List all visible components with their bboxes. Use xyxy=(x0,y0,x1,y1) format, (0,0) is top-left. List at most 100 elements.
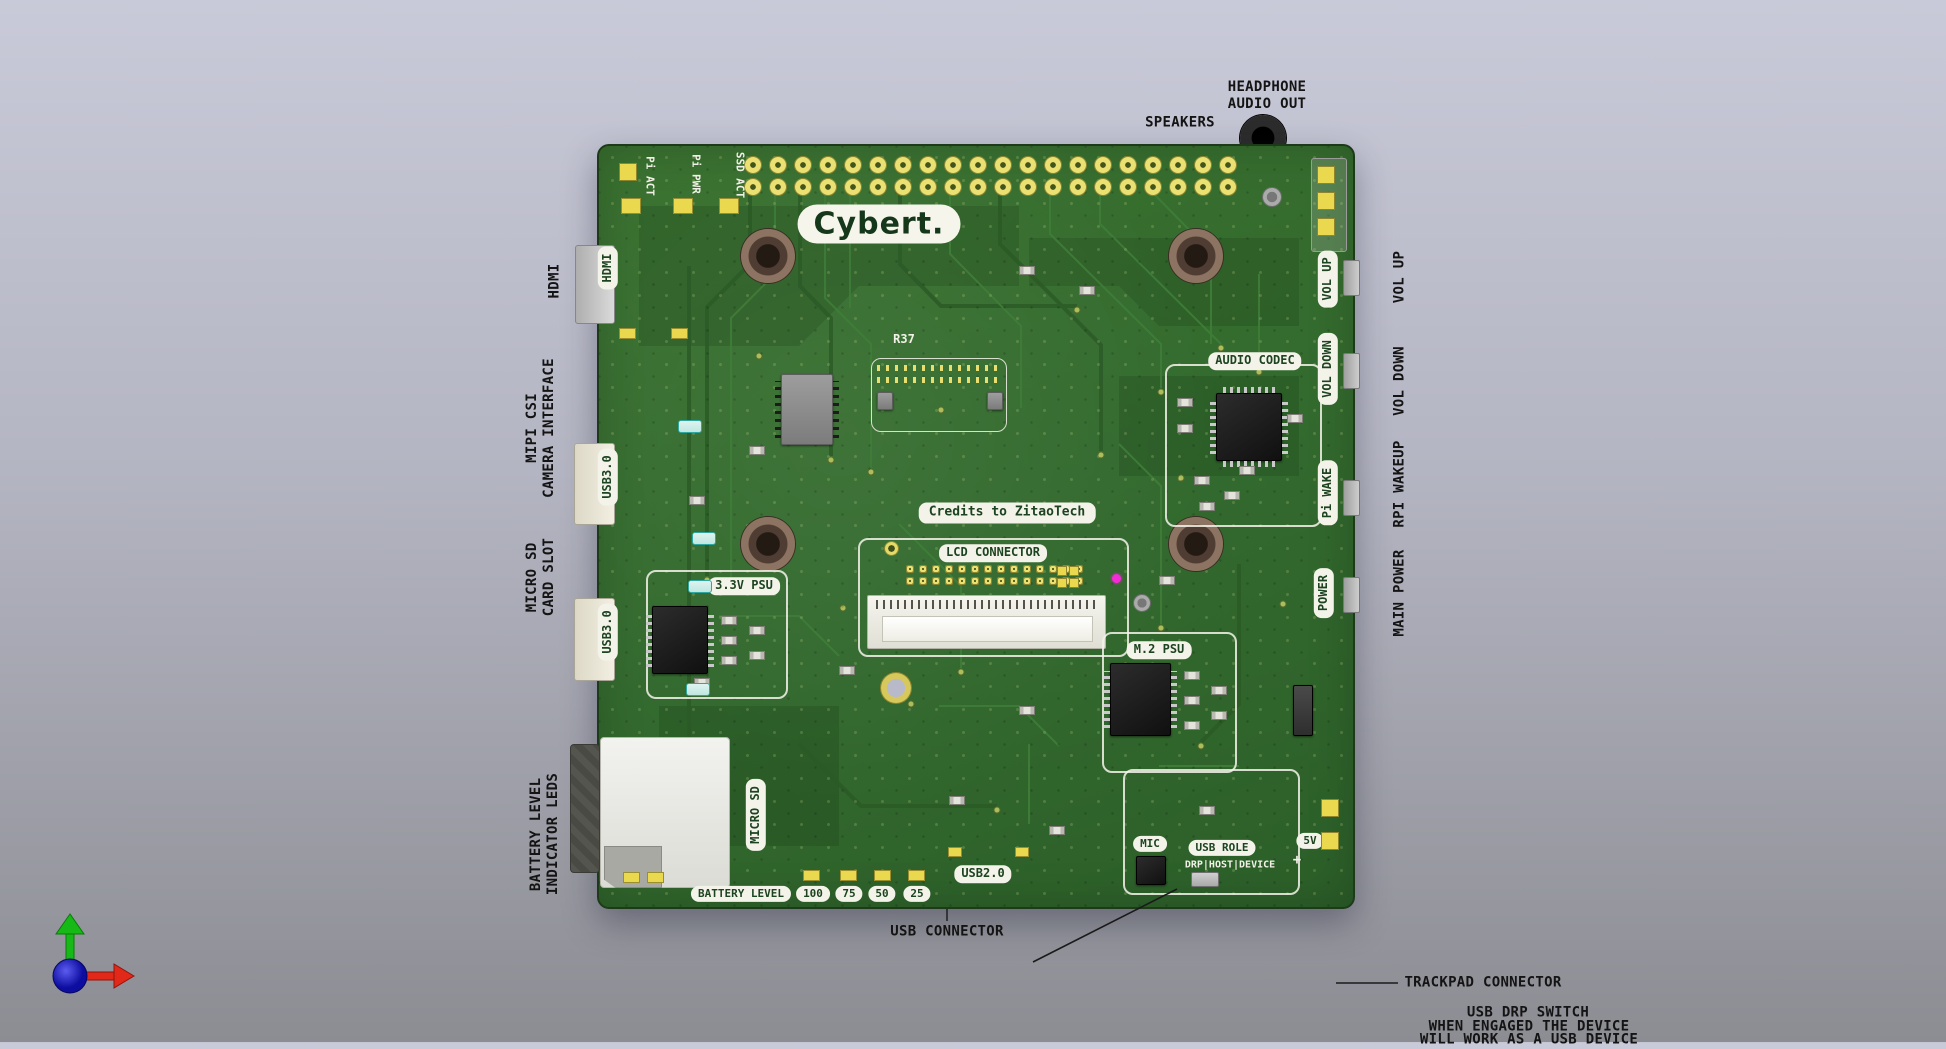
callout-rpi-wakeup: RPI WAKEUP xyxy=(1391,440,1408,527)
silk-ssd-act: SSD ACT xyxy=(734,152,747,198)
battery-led-50 xyxy=(874,870,891,881)
gpio-pad xyxy=(945,179,961,195)
callout-headphone: HEADPHONE AUDIO OUT xyxy=(1228,79,1307,113)
silk-pi-wake: Pi WAKE xyxy=(1318,461,1338,526)
lcd-aux-pad xyxy=(1069,566,1079,576)
teal-component xyxy=(688,580,712,593)
button-pad xyxy=(1317,192,1335,210)
silk-psu-m2: M.2 PSU xyxy=(1127,641,1192,659)
passive xyxy=(1199,502,1215,511)
speaker-pad xyxy=(1263,188,1281,206)
lcd-pad xyxy=(959,566,965,572)
silk-5v: 5V xyxy=(1296,833,1323,849)
chip-pins xyxy=(1282,400,1288,454)
edge-component xyxy=(1293,685,1313,736)
gpio-pad xyxy=(870,179,886,195)
silk-r37: R37 xyxy=(893,332,915,346)
passive xyxy=(1211,686,1227,695)
passive xyxy=(721,616,737,625)
callout-micro-sd: MICRO SD CARD SLOT xyxy=(524,538,558,617)
passive xyxy=(1177,424,1193,433)
gpio-pad xyxy=(970,179,986,195)
callout-usb-connector: USB CONNECTOR xyxy=(890,923,1003,940)
gpio-pad xyxy=(745,157,761,173)
passive xyxy=(1184,721,1200,730)
r37-chip xyxy=(781,374,833,445)
gpio-pad xyxy=(920,157,936,173)
passive xyxy=(1019,266,1035,275)
gpio-pad xyxy=(1170,179,1186,195)
chip-pins xyxy=(1223,387,1275,393)
lcd-pad xyxy=(1011,566,1017,572)
silk-credits: Credits to ZitaoTech xyxy=(919,503,1096,524)
chip-pins xyxy=(775,381,781,438)
gpio-pad xyxy=(995,157,1011,173)
gpio-pad xyxy=(970,157,986,173)
silk-vol-up: VOL UP xyxy=(1318,250,1338,307)
lcd-pad xyxy=(985,566,991,572)
silk-lcd-connector: LCD CONNECTOR xyxy=(939,544,1047,562)
pcb-board: Cybert. Pi ACT Pi PWR SSD ACT HDMI USB3.… xyxy=(597,144,1355,909)
silk-micro-sd: MICRO SD xyxy=(746,779,766,851)
passive xyxy=(721,636,737,645)
lcd-pad xyxy=(1011,578,1017,584)
passive xyxy=(1224,491,1240,500)
callout-main-power: MAIN POWER xyxy=(1391,549,1408,636)
footprint-pad xyxy=(987,392,1003,410)
gpio-pad xyxy=(995,179,1011,195)
center-hole xyxy=(881,673,911,703)
passive xyxy=(1194,476,1210,485)
lcd-aux-pad xyxy=(1069,578,1079,588)
board-logo: Cybert. xyxy=(798,205,961,244)
silk-audio-codec: AUDIO CODEC xyxy=(1208,352,1301,370)
gpio-header-row-2 xyxy=(745,179,1236,195)
usb2-pad xyxy=(948,847,962,857)
ffc-slot xyxy=(882,616,1093,642)
silk-psu-3v3: 3.3V PSU xyxy=(708,577,780,595)
power-button xyxy=(1343,577,1360,613)
silk-plus: + xyxy=(1293,852,1301,868)
passive xyxy=(1079,286,1095,295)
lcd-pad xyxy=(920,578,926,584)
gpio-pad xyxy=(745,179,761,195)
chip-pins xyxy=(1210,400,1216,454)
silk-usb-role-modes: DRP|HOST|DEVICE xyxy=(1185,860,1275,871)
gpio-pad xyxy=(820,179,836,195)
corner-pad xyxy=(647,872,664,883)
pi-wake-button xyxy=(1343,480,1360,516)
gpio-pad xyxy=(1070,157,1086,173)
gpio-pad xyxy=(1195,179,1211,195)
gpio-pad xyxy=(770,157,786,173)
passive xyxy=(1184,696,1200,705)
gpio-pad xyxy=(1220,179,1236,195)
silk-hdmi: HDMI xyxy=(598,247,618,290)
silk-power: POWER xyxy=(1314,568,1334,618)
gpio-pad xyxy=(1020,179,1036,195)
callout-trackpad-connector: TRACKPAD CONNECTOR xyxy=(1404,974,1561,991)
lcd-pad xyxy=(1050,578,1056,584)
mounting-hole xyxy=(1169,229,1223,283)
chip-pins xyxy=(1171,671,1177,728)
audio-codec-chip xyxy=(1216,393,1282,461)
gpio-pad xyxy=(1195,157,1211,173)
passive xyxy=(1199,806,1215,815)
gpio-pad xyxy=(795,179,811,195)
teal-component xyxy=(692,532,716,545)
gpio-pad xyxy=(1070,179,1086,195)
footprint-pads xyxy=(877,377,1001,383)
silk-battery-100: 100 xyxy=(796,886,830,902)
passive xyxy=(749,446,765,455)
gpio-pad xyxy=(845,179,861,195)
lcd-pad xyxy=(946,578,952,584)
callout-battery-leds: BATTERY LEVEL INDICATOR LEDS xyxy=(528,773,562,895)
gpio-header-row-1 xyxy=(745,157,1236,173)
passive xyxy=(1177,398,1193,407)
callout-usb-drp-line3: WILL WORK AS A USB DEVICE xyxy=(1420,1031,1638,1048)
gpio-pad xyxy=(920,179,936,195)
callout-hdmi: HDMI xyxy=(546,264,563,299)
power-pad xyxy=(1321,832,1339,850)
lcd-pad xyxy=(907,578,913,584)
gpio-pad xyxy=(1045,179,1061,195)
passive xyxy=(749,651,765,660)
